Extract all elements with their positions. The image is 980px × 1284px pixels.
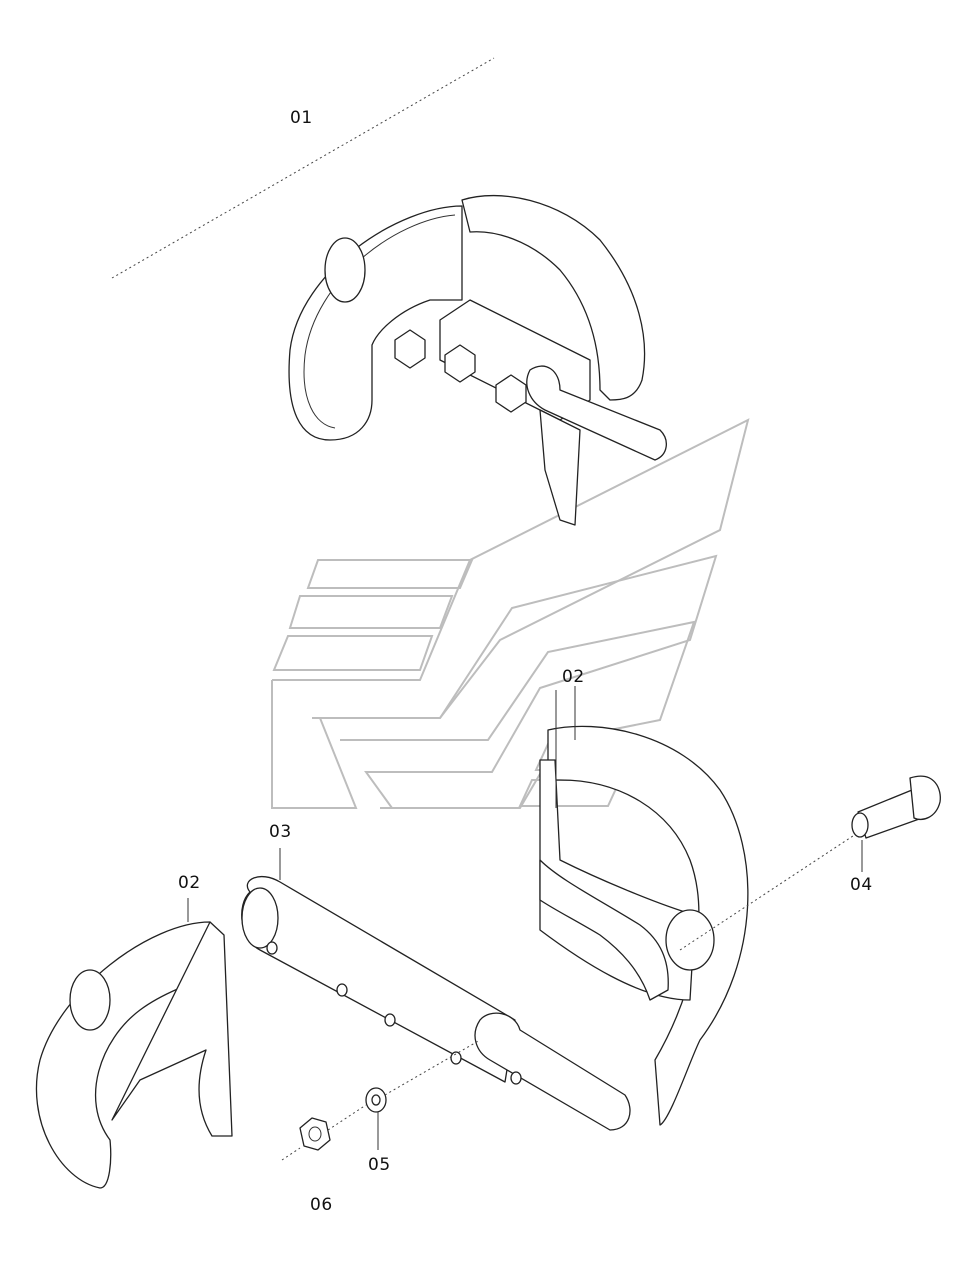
label-part-01: 01: [290, 108, 313, 128]
part-06-nut: [281, 1039, 481, 1161]
label-part-02-left: 02: [178, 873, 201, 893]
label-part-06: 06: [310, 1195, 333, 1215]
part-01-assembly: [111, 57, 667, 526]
part-02-right: [539, 686, 863, 1126]
label-part-02-top: 02: [562, 667, 585, 687]
part-03-pin: [241, 848, 631, 1131]
label-part-03: 03: [269, 822, 292, 842]
label-part-05: 05: [368, 1155, 391, 1175]
label-part-04: 04: [850, 875, 873, 895]
watermark-logo: [271, 418, 750, 809]
part-04-bolt: [851, 775, 941, 872]
part-05-washer: [365, 1087, 387, 1150]
part-02-left: [35, 898, 233, 1189]
